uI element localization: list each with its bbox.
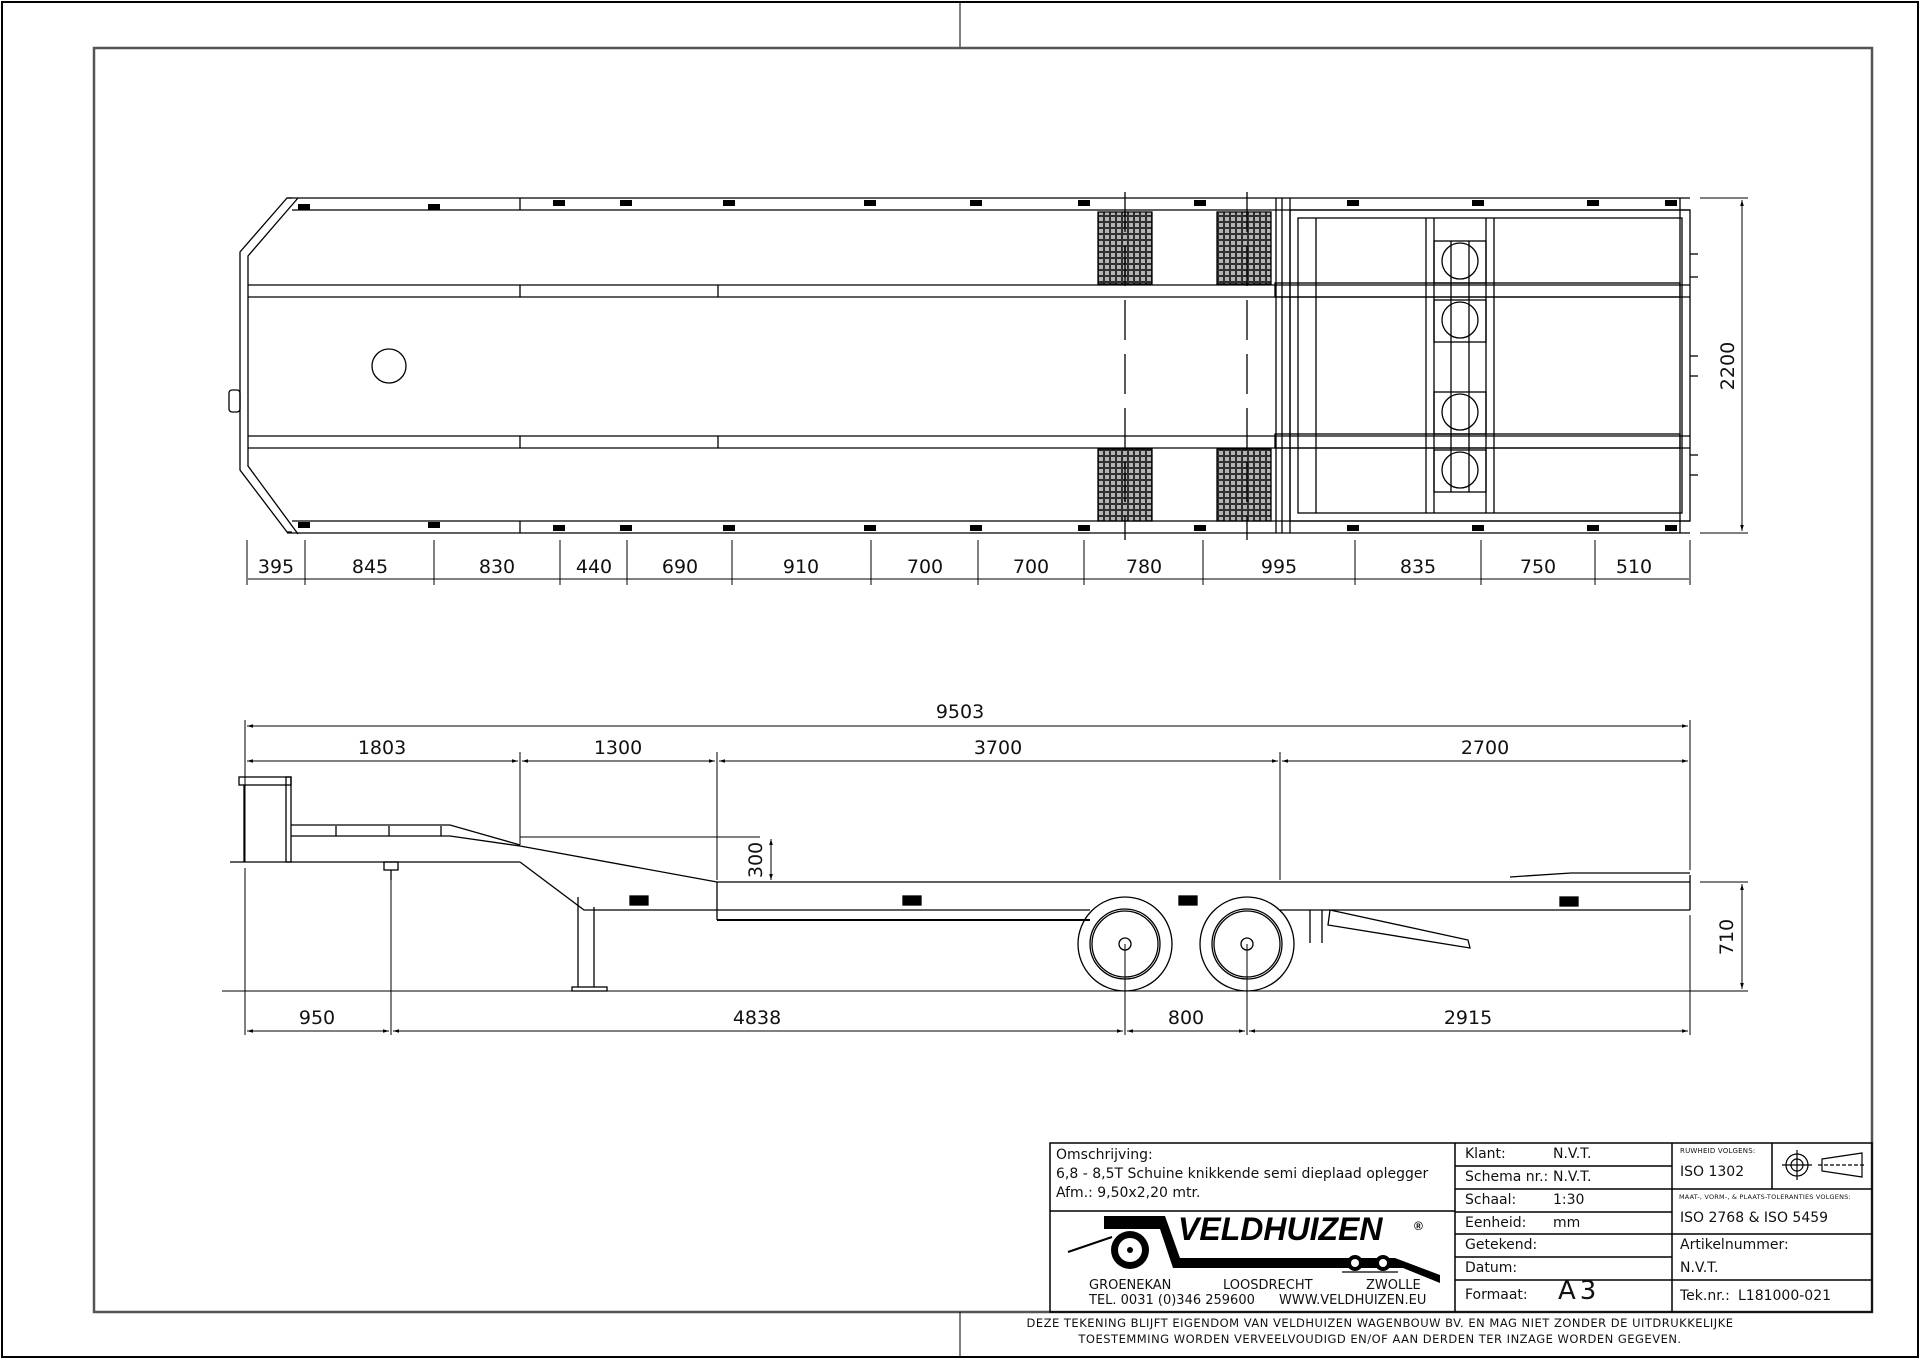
location-zwolle: ZWOLLE bbox=[1366, 1278, 1421, 1293]
wheels-side bbox=[1077, 896, 1295, 992]
location-groenekan: GROENEKAN bbox=[1089, 1278, 1172, 1293]
ruwheid-label: RUWHEID VOLGENS: bbox=[1680, 1147, 1756, 1155]
datum-label: Datum: bbox=[1465, 1260, 1518, 1276]
svg-text:845: 845 bbox=[352, 556, 388, 578]
getekend-label: Getekend: bbox=[1465, 1237, 1538, 1253]
width-dimension: 2200 bbox=[1717, 342, 1739, 390]
teknr-value: L181000-021 bbox=[1738, 1288, 1832, 1304]
schema-label: Schema nr.: bbox=[1465, 1169, 1549, 1185]
svg-text:780: 780 bbox=[1126, 556, 1162, 578]
svg-text:950: 950 bbox=[299, 1007, 335, 1029]
artikel-label: Artikelnummer: bbox=[1680, 1237, 1789, 1253]
company-website[interactable]: WWW.VELDHUIZEN.EU bbox=[1279, 1293, 1427, 1308]
eenheid-value: mm bbox=[1553, 1215, 1581, 1231]
toleranties-value: ISO 2768 & ISO 5459 bbox=[1680, 1210, 1829, 1226]
top-chain-labels: 395 845 830 440 690 910 700 700 780 995 … bbox=[258, 556, 1652, 578]
company-phone: TEL. 0031 (0)346 259600 bbox=[1089, 1293, 1255, 1308]
description-line-1: 6,8 - 8,5T Schuine knikkende semi diepla… bbox=[1056, 1166, 1429, 1182]
svg-text:700: 700 bbox=[1013, 556, 1049, 578]
svg-text:395: 395 bbox=[258, 556, 294, 578]
svg-text:835: 835 bbox=[1400, 556, 1436, 578]
toleranties-label: MAAT-, VORM-, & PLAATS-TOLERANTIES VOLGE… bbox=[1679, 1193, 1851, 1201]
side-view bbox=[222, 720, 1748, 1035]
svg-text:690: 690 bbox=[662, 556, 698, 578]
svg-text:800: 800 bbox=[1168, 1007, 1204, 1029]
svg-text:995: 995 bbox=[1261, 556, 1297, 578]
description-label: Omschrijving: bbox=[1056, 1147, 1153, 1163]
svg-text:1803: 1803 bbox=[358, 737, 406, 759]
eenheid-label: Eenheid: bbox=[1465, 1215, 1527, 1231]
top-chain-dimension bbox=[246, 540, 1691, 585]
deck-height-dimension: 710 bbox=[1716, 919, 1738, 955]
ramp-drop-dimension: 300 bbox=[745, 842, 767, 878]
artikel-value: N.V.T. bbox=[1680, 1260, 1719, 1276]
title-block-grid bbox=[959, 1142, 1873, 1357]
location-loosdrecht: LOOSDRECHT bbox=[1223, 1278, 1313, 1293]
klant-value: N.V.T. bbox=[1553, 1146, 1592, 1162]
svg-text:VELDHUIZEN: VELDHUIZEN bbox=[1178, 1211, 1383, 1247]
svg-text:830: 830 bbox=[479, 556, 515, 578]
schema-value: N.V.T. bbox=[1553, 1169, 1592, 1185]
disclaimer-line-1: DEZE TEKENING BLIJFT EIGENDOM VAN VELDHU… bbox=[1026, 1316, 1734, 1330]
description-line-2: Afm.: 9,50x2,20 mtr. bbox=[1056, 1185, 1201, 1201]
svg-text:2915: 2915 bbox=[1444, 1007, 1492, 1029]
lashing-points bbox=[298, 200, 1677, 531]
veldhuizen-logo-icon: VELDHUIZEN ® bbox=[1067, 1211, 1440, 1283]
svg-text:4838: 4838 bbox=[733, 1007, 781, 1029]
svg-text:510: 510 bbox=[1616, 556, 1652, 578]
overall-length: 9503 bbox=[936, 701, 984, 723]
side-dimension-labels: 9503 1803 1300 3700 2700 300 710 950 483… bbox=[299, 701, 1738, 1029]
first-angle-projection-icon bbox=[1782, 1150, 1866, 1180]
side-dimension-lines bbox=[244, 720, 1748, 1035]
svg-text:3700: 3700 bbox=[974, 737, 1022, 759]
top-view bbox=[228, 192, 1748, 585]
disclaimer-line-2: TOESTEMMING WORDEN VERVEELVOUDIGD EN/OF … bbox=[1078, 1332, 1682, 1346]
formaat-value: A3 bbox=[1558, 1276, 1601, 1306]
svg-text:2700: 2700 bbox=[1461, 737, 1509, 759]
svg-text:1300: 1300 bbox=[594, 737, 642, 759]
svg-text:®: ® bbox=[1414, 1219, 1423, 1233]
ruwheid-value: ISO 1302 bbox=[1680, 1164, 1745, 1180]
svg-text:700: 700 bbox=[907, 556, 943, 578]
svg-text:910: 910 bbox=[783, 556, 819, 578]
schaal-label: Schaal: bbox=[1465, 1192, 1517, 1208]
formaat-label: Formaat: bbox=[1465, 1287, 1528, 1303]
wheel-hubs-top bbox=[1433, 240, 1487, 493]
svg-text:440: 440 bbox=[576, 556, 612, 578]
svg-text:750: 750 bbox=[1520, 556, 1556, 578]
klant-label: Klant: bbox=[1465, 1146, 1506, 1162]
schaal-value: 1:30 bbox=[1553, 1192, 1585, 1208]
teknr-label: Tek.nr.: bbox=[1680, 1288, 1730, 1304]
